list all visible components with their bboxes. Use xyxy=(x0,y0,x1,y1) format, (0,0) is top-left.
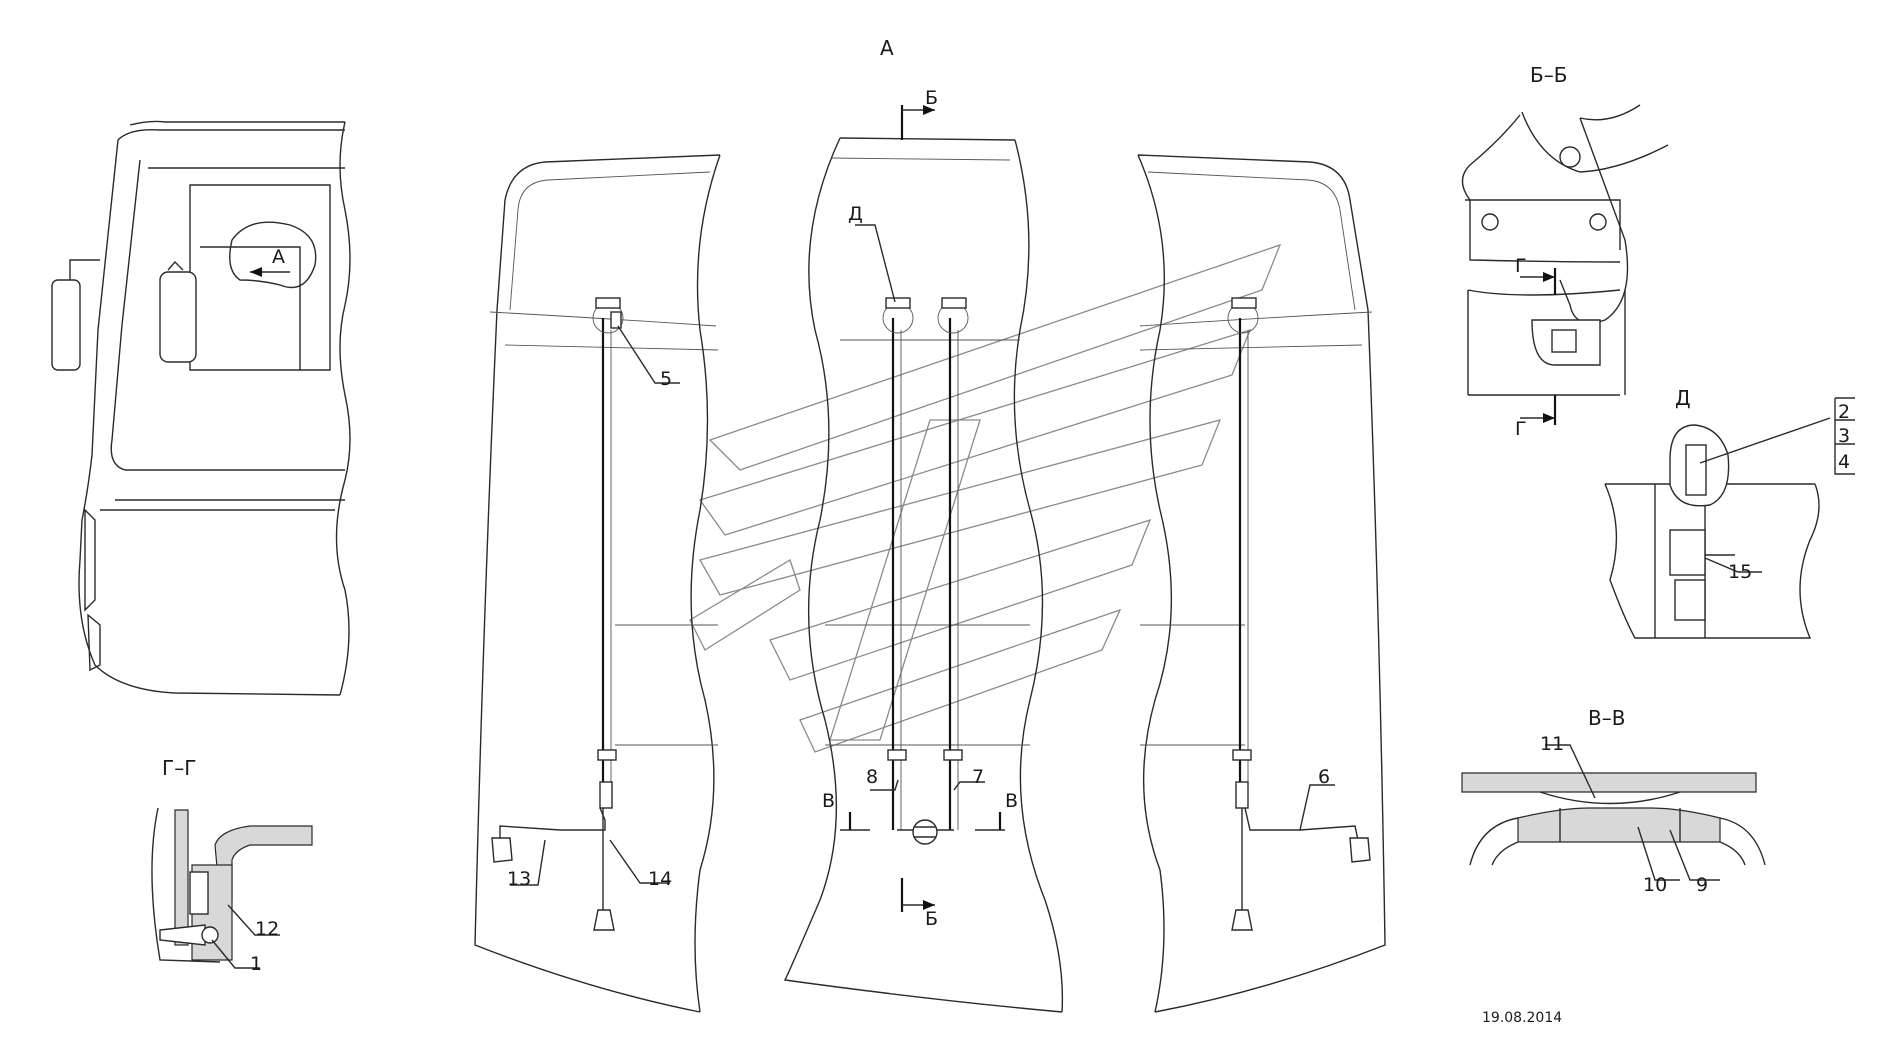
callout-15: 15 xyxy=(1728,561,1752,583)
cut-b-top-label: Б xyxy=(925,87,938,109)
cut-b-bottom-label: Б xyxy=(925,908,938,930)
callout-4: 4 xyxy=(1838,451,1850,473)
view-arrow-a-label: А xyxy=(272,246,285,268)
detail-d-callout-label: Д xyxy=(848,203,863,225)
detail-d xyxy=(1604,424,1820,639)
section-gg-title: Г–Г xyxy=(162,756,196,780)
callout-3: 3 xyxy=(1838,425,1850,447)
section-gg xyxy=(151,807,313,963)
panel-right xyxy=(1137,154,1386,1013)
section-bb xyxy=(1461,104,1669,425)
cut-markers xyxy=(840,105,1005,912)
callout-14: 14 xyxy=(648,868,672,890)
section-bb-title: Б–Б xyxy=(1530,63,1567,87)
callout-7: 7 xyxy=(972,766,984,788)
cut-v-left-label: В xyxy=(822,790,835,812)
cut-v-right-label: В xyxy=(1005,790,1018,812)
callout-10: 10 xyxy=(1643,874,1667,896)
callout-9: 9 xyxy=(1696,874,1708,896)
view-a-title: А xyxy=(880,36,894,60)
callout-6: 6 xyxy=(1318,766,1330,788)
callout-12: 12 xyxy=(255,918,279,940)
cab-side-view xyxy=(51,120,351,696)
callout-13: 13 xyxy=(507,868,531,890)
panel-center xyxy=(783,137,1064,1013)
callout-5: 5 xyxy=(660,368,672,390)
section-vv xyxy=(1461,772,1766,866)
section-vv-title: В–В xyxy=(1588,706,1625,730)
drawing-date: 19.08.2014 xyxy=(1482,1010,1562,1026)
detail-d-title: Д xyxy=(1675,386,1691,410)
callout-8: 8 xyxy=(866,766,878,788)
callout-11: 11 xyxy=(1540,733,1564,755)
leader-lines xyxy=(211,325,1855,969)
callout-2: 2 xyxy=(1838,401,1850,423)
cut-g-top-label: Г xyxy=(1515,255,1527,277)
panel-left xyxy=(474,154,721,1013)
cut-g-bottom-label: Г xyxy=(1515,418,1527,440)
watermark-logo xyxy=(689,243,1282,753)
callout-1: 1 xyxy=(250,953,262,975)
